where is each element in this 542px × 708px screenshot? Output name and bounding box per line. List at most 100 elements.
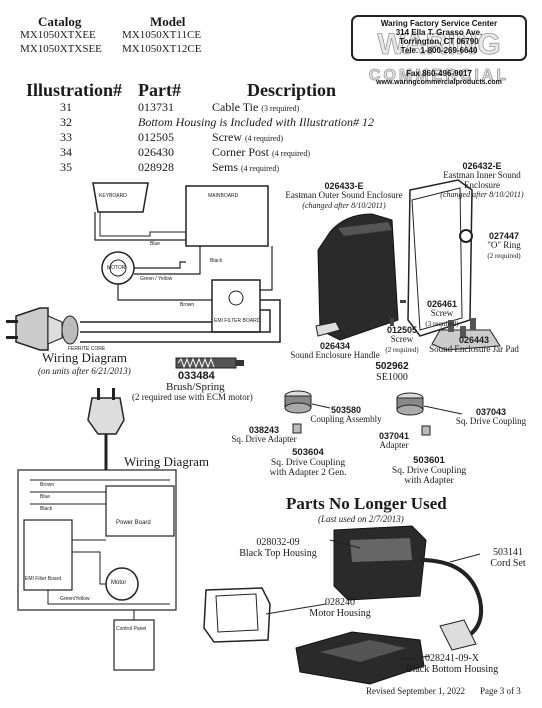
desc-text: Corner Post — [212, 145, 269, 159]
part-name: Sq. Drive Adapter — [231, 434, 297, 445]
table-cell-part: 026430 — [138, 145, 174, 159]
wire-label: Brown — [180, 302, 195, 308]
table-cell-desc: Sems (4 required) — [212, 160, 279, 175]
callout-028032: 028032-09 Black Top Housing — [232, 537, 324, 559]
part-number: 503601 — [413, 455, 445, 466]
part-name: Sq. Drive Coupling — [391, 465, 467, 476]
svg-text:COMMERCIAL: COMMERCIAL — [369, 67, 509, 84]
wiring-diagram-1-title: Wiring Diagram — [42, 350, 128, 365]
footer-page: Page 3 of 3 — [480, 686, 521, 696]
service-center-name: Waring Factory Service Center — [380, 19, 498, 28]
desc-text: Cable Tie — [212, 100, 259, 114]
power-board-label: Power Board — [116, 520, 151, 526]
model-header: Model — [150, 14, 186, 29]
service-fax: Fax 860-496-9017 — [406, 69, 472, 78]
part-name: Eastman Inner Sound Enclosure — [443, 170, 521, 190]
callout-026432: 026432-E Eastman Inner Sound Enclosure (… — [428, 161, 536, 200]
table-cell-part: 028928 — [138, 160, 174, 174]
callout-026434: 026434 Sound Enclosure Handle — [282, 341, 388, 361]
part-name: Screw — [430, 308, 454, 319]
wiring-diagram-2-title: Wiring Diagram — [124, 454, 210, 469]
wire-label: Green/Yellow — [60, 596, 90, 602]
no-longer-subtitle: (Last used on 2/7/2013) — [318, 514, 404, 524]
part-note: (changed after 8/10/2011) — [440, 190, 524, 200]
callout-026443: 026443 Sound Enclosure Jar Pad — [416, 335, 532, 355]
no-longer-title: Parts No Longer Used — [286, 494, 447, 513]
callout-026461: 026461 Screw (3 required) — [414, 299, 470, 328]
brush-name: Brush/Spring — [166, 381, 225, 393]
part-number: 026433-E — [324, 181, 364, 191]
part-name: Sound Enclosure Handle — [290, 350, 380, 361]
motor-label: MOTOR — [107, 265, 126, 271]
desc-text: Screw — [212, 130, 242, 144]
table-cell-ill: 35 — [60, 160, 72, 174]
part-number: 037041 — [378, 431, 410, 441]
part-name: Cord Set — [490, 557, 526, 569]
table-cell-part: 013731 — [138, 100, 174, 114]
qty-text: (4 required) — [245, 134, 283, 143]
callout-027447: 027447 "O" Ring (2 required) — [476, 231, 532, 260]
control-panel-label: Control Panel — [116, 626, 147, 632]
waring-logo: WARING COMMERCIAL Waring Factory Service… — [350, 14, 528, 92]
waring-logo-graphic: WARING COMMERCIAL — [351, 15, 527, 84]
part-note: (2 required) — [385, 345, 419, 354]
qty-text: (3 required) — [261, 104, 300, 113]
wire-label: Blue — [150, 241, 161, 247]
table-cell-ill: 34 — [60, 145, 72, 159]
service-phone: Tele. 1-800-269-6640 — [400, 46, 478, 55]
callout-503601: 503601 Sq. Drive Coupling with Adapter — [372, 456, 486, 487]
part-name: Black Bottom Housing — [405, 663, 499, 675]
part-name: with Adapter 2 Gen. — [269, 467, 347, 478]
part-number: 037043 — [475, 407, 507, 417]
callout-028241: 028241-09-X Black Bottom Housing — [400, 653, 504, 675]
service-address: 314 Ella T. Grasso Ave. — [395, 28, 483, 37]
qty-text: (4 required) — [272, 149, 310, 158]
callout-012505: 012505 Screw (2 required) — [374, 325, 430, 354]
part-name: Adapter — [379, 440, 409, 451]
catalog-header: Catalog — [38, 14, 82, 29]
footer-revised: Revised September 1, 2022 — [366, 686, 465, 696]
model-number: MX1050XT11CE — [122, 29, 202, 41]
callout-037041: 037041 Adapter — [366, 431, 422, 451]
desc-text: Sems — [212, 160, 239, 174]
part-name: Coupling Assembly — [310, 414, 382, 425]
table-cell-ill: 31 — [60, 100, 72, 114]
callout-503604: 503604 Sq. Drive Coupling with Adapter 2… — [252, 448, 364, 479]
part-name: Sq. Drive Coupling — [270, 457, 346, 468]
callout-503141: 503141 Cord Set — [478, 547, 538, 569]
part-number: 028240 — [325, 597, 355, 608]
part-note: (2 required) — [487, 251, 521, 260]
part-number: 026443 — [458, 335, 490, 345]
callout-026433: 026433-E Eastman Outer Sound Enclosure (… — [280, 181, 408, 210]
table-cell-desc: Corner Post (4 required) — [212, 145, 310, 160]
qty-text: (4 required) — [241, 164, 279, 173]
part-name: Motor Housing — [309, 607, 371, 619]
part-number: 503580 — [330, 405, 362, 415]
table-cell-desc: Bottom Housing is Included with Illustra… — [138, 115, 374, 129]
service-city: Torrington, CT 06790 — [399, 37, 479, 46]
wire-label: Brown — [40, 482, 55, 488]
wiring-diagram-1-subtitle: (on units after 6/21/2013) — [38, 366, 131, 376]
motor-label: Motor — [111, 580, 127, 586]
svg-text:WARING: WARING — [377, 28, 500, 61]
part-number: 503604 — [292, 447, 324, 458]
part-number: 012505 — [386, 325, 418, 335]
part-name: SE1000 — [376, 371, 408, 383]
part-number: 502962 — [375, 361, 409, 372]
part-number: 026434 — [319, 341, 351, 351]
catalog-number: MX1050XTXSEE — [20, 43, 102, 55]
part-number: 038243 — [248, 425, 280, 435]
mainboard-label: MAINBOARD — [208, 193, 239, 199]
table-cell-desc: Cable Tie (3 required) — [212, 100, 299, 115]
part-note: (changed after 8/10/2011) — [302, 200, 386, 210]
part-name: Screw — [390, 334, 414, 345]
table-cell-ill: 32 — [60, 115, 72, 129]
callout-028240: 028240 Motor Housing — [300, 597, 380, 619]
wire-label: Blue — [40, 494, 51, 500]
part-number: 028032-09 — [256, 537, 300, 548]
table-cell-ill: 33 — [60, 130, 72, 144]
